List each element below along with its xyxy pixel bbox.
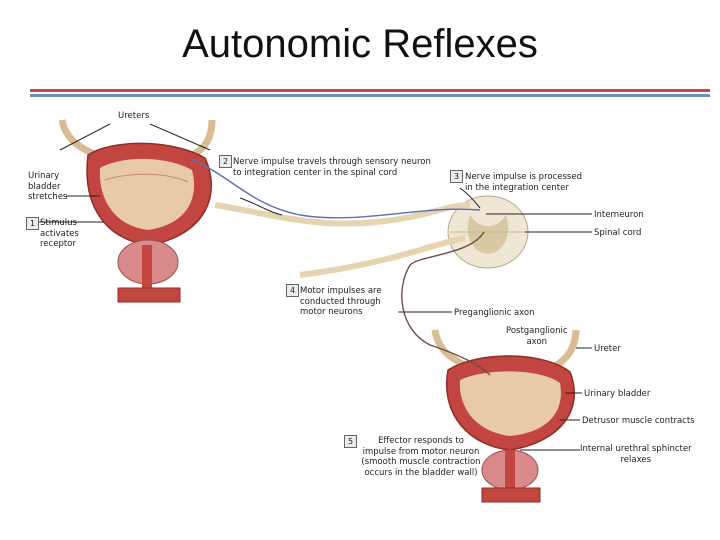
sphincter-label: Internal urethral sphincter relaxes [580, 444, 692, 465]
upper-bladder-illustration [62, 120, 212, 302]
upper-urethra [142, 245, 152, 290]
preganglionic-axon-label: Preganglionic axon [454, 308, 535, 319]
upper-base [118, 288, 180, 302]
ureters-label: Ureters [118, 111, 149, 122]
step-1-badge: 1 [26, 217, 39, 230]
lower-base [482, 488, 540, 502]
sensory-nerve-trunk [215, 205, 470, 224]
postganglionic-axon-label: Postganglionic axon [506, 326, 568, 347]
step-3-label: Nerve impulse is processed in the integr… [465, 172, 582, 193]
lower-urethra [505, 450, 515, 492]
step-4-badge: 4 [286, 284, 299, 297]
motor-nerve-trunk [300, 238, 465, 275]
spinal-cord-label: Spinal cord [594, 228, 641, 239]
step-5-label: Effector responds to impulse from motor … [356, 436, 486, 478]
ureter-label: Ureter [594, 344, 621, 355]
step-3-badge: 3 [450, 170, 463, 183]
urinary-bladder-stretches-label: Urinary bladder stretches [28, 171, 67, 203]
step-4-label: Motor impulses are conducted through mot… [300, 286, 382, 318]
interneuron-label: Interneuron [594, 210, 644, 221]
step-1-label: Stimulus activates receptor [40, 218, 79, 250]
step-2-badge: 2 [219, 155, 232, 168]
urinary-bladder-label: Urinary bladder [584, 389, 650, 400]
step-2-label: Nerve impulse travels through sensory ne… [233, 157, 431, 178]
detrusor-label: Detrusor muscle contracts [582, 416, 695, 427]
